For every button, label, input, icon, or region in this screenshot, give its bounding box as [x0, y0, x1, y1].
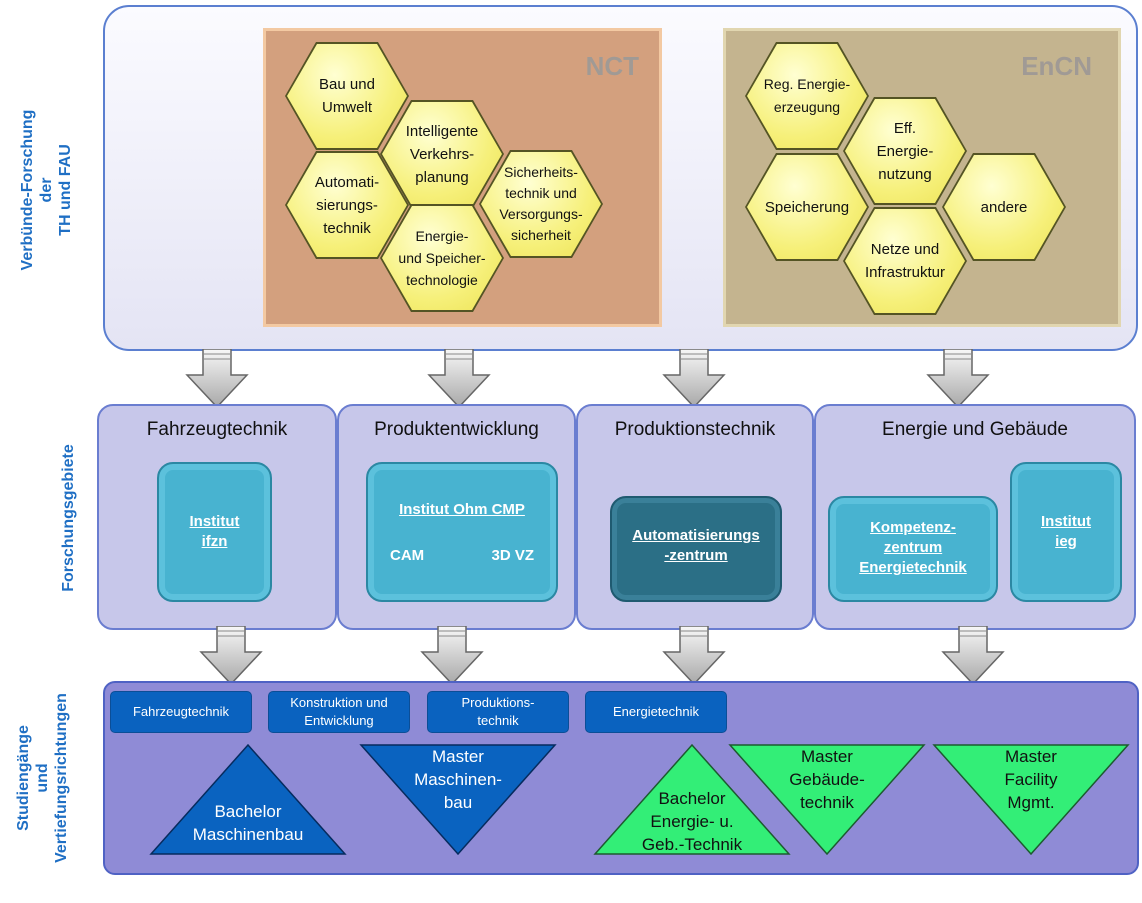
triangle-bachelor-maschinenbau [149, 744, 347, 855]
down-arrow-icon [941, 626, 1005, 686]
down-arrow-icon [199, 626, 263, 686]
hex-reg-energieerzeugung: Reg. Energie- erzeugung [745, 42, 869, 150]
tag-konstruktion[interactable]: Konstruktion und Entwicklung [268, 691, 410, 733]
side-label-line: Verbünde-Forschung [19, 109, 36, 271]
down-arrow-icon [420, 626, 484, 686]
institute-ifzn[interactable]: Institut ifzn [157, 462, 272, 602]
tag-label: Energietechnik [613, 704, 699, 719]
area-title: Fahrzeugtechnik [146, 419, 288, 440]
program-label: Bachelor Energie- u. Geb.-Technik [641, 789, 743, 854]
program-label: Master Facility Mgmt. [1004, 747, 1058, 812]
institute-kompetenzzentrum[interactable]: Kompetenz- zentrum Energietechnik [828, 496, 998, 602]
area-title: Energie und Gebäude [882, 419, 1068, 440]
triangle-master-facility [932, 744, 1130, 856]
area-fahrzeugtechnik: Fahrzeugtechnik Institut ifzn [97, 404, 337, 630]
institute-label: zentrum [883, 539, 943, 556]
institute-label: Institut Ohm CMP [399, 501, 525, 518]
hex-netze-infrastruktur: Netze und Infrastruktur [843, 207, 967, 315]
institute-label: -zentrum [664, 547, 728, 564]
encn-title: EnCN [1021, 51, 1092, 81]
program-label: Bachelor Maschinenbau [192, 802, 304, 844]
tag-label: Produktions- technik [461, 695, 535, 728]
area-produktionstechnik: Produktionstechnik Automatisierungs -zen… [576, 404, 814, 630]
down-arrow-icon [926, 349, 990, 409]
institute-automatisierungszentrum[interactable]: Automatisierungs -zentrum [610, 496, 782, 602]
institute-ohm-cmp[interactable]: Institut Ohm CMP CAM 3D VZ [366, 462, 558, 602]
institute-label: Kompetenz- [870, 519, 956, 536]
program-label: Master Maschinen- bau [414, 747, 502, 812]
triangle-master-gebaeudetechnik [728, 744, 926, 856]
triangle-master-maschinenbau [359, 744, 557, 856]
institute-ieg[interactable]: Institut ieg [1010, 462, 1122, 602]
hex-speicherung: Speicherung [745, 153, 869, 261]
down-arrow-icon [427, 349, 491, 409]
side-label-line: und [34, 763, 51, 793]
side-label-line: Vertiefungsrichtungen [53, 693, 70, 863]
down-arrow-icon [185, 349, 249, 409]
area-title: Produktentwicklung [374, 419, 539, 440]
side-label-line: der [38, 177, 55, 203]
area-title: Produktionstechnik [614, 419, 776, 440]
side-label-line: TH und FAU [57, 144, 74, 236]
institute-label: Institut [189, 513, 240, 530]
nct-title: NCT [585, 51, 639, 81]
tag-produktionstechnik[interactable]: Produktions- technik [427, 691, 569, 733]
program-label: Master Gebäude- technik [789, 747, 865, 812]
side-label-study-programs: Studiengänge und Vertiefungsrichtungen [14, 678, 74, 878]
area-energie-gebaeude: Energie und Gebäude Kompetenz- zentrum E… [814, 404, 1136, 630]
side-label-research-areas: Forschungsgebiete [60, 444, 77, 592]
institute-label: ieg [1055, 533, 1077, 550]
tag-label: Fahrzeugtechnik [132, 704, 230, 719]
hex-eff-energienutzung: Eff. Energie- nutzung [843, 97, 967, 205]
area-produktentwicklung: Produktentwicklung Institut Ohm CMP CAM … [337, 404, 576, 630]
triangle-bachelor-energie [593, 744, 791, 855]
down-arrow-icon [662, 349, 726, 409]
cam-label: CAM [390, 547, 425, 564]
down-arrow-icon [662, 626, 726, 686]
side-label-research-networks: Verbünde-Forschung der TH und FAU [18, 90, 78, 290]
tag-label: Konstruktion und Entwicklung [290, 695, 388, 728]
institute-label: Energietechnik [859, 559, 967, 576]
institute-label: ifzn [201, 533, 228, 550]
tag-energietechnik[interactable]: Energietechnik [585, 691, 727, 733]
tag-fahrzeugtechnik[interactable]: Fahrzeugtechnik [110, 691, 252, 733]
institute-label: Institut [1041, 513, 1091, 530]
3d-vz-label: 3D VZ [491, 547, 534, 564]
side-label-line: Studiengänge [15, 725, 32, 831]
institute-label: Automatisierungs [632, 527, 760, 544]
